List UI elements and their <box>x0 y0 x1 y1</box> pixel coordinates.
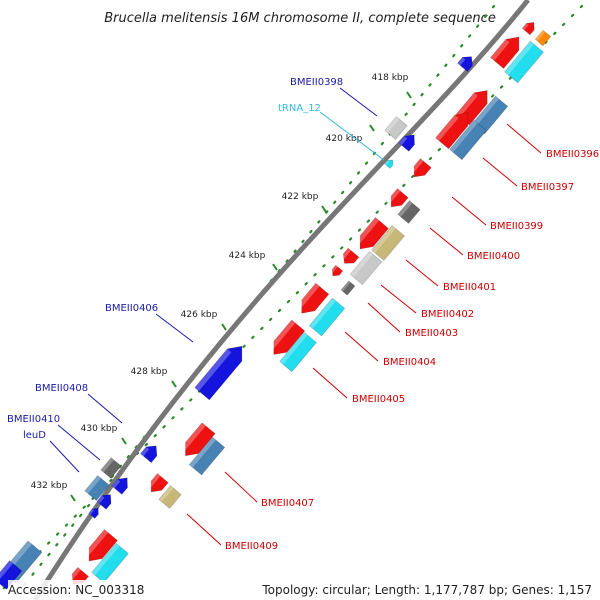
gene-bottom-blue[interactable] <box>0 560 23 590</box>
leader-line <box>224 471 258 503</box>
leader-line <box>405 259 439 287</box>
tick-label: 428 kbp <box>131 367 168 377</box>
gene-bmeii0405-a[interactable] <box>267 319 306 360</box>
leader-line <box>57 424 101 461</box>
gene-bmeii0399-a[interactable] <box>435 107 475 150</box>
gene-bmeii0408[interactable] <box>140 441 161 464</box>
leader-line <box>319 111 385 161</box>
gene-bmeii0407-a[interactable] <box>178 422 216 462</box>
tick-label: 430 kbp <box>81 424 118 434</box>
gene-bmeii0398-a[interactable] <box>384 116 408 140</box>
label-bmeii0405[interactable]: BMEII0405 <box>352 394 405 405</box>
gene-bmeii0400-b[interactable] <box>385 188 409 212</box>
label-bmeii0410[interactable]: BMEII0410 <box>7 414 60 425</box>
leader-line <box>155 313 194 343</box>
tick-label: 432 kbp <box>31 481 68 491</box>
leader-line <box>312 367 348 399</box>
inner-tick-ring <box>10 4 496 600</box>
tick-mark <box>406 91 412 99</box>
gene-bmeii0404-b[interactable] <box>308 297 346 337</box>
label-trna-12[interactable]: tRNA_12 <box>278 103 321 114</box>
label-leud[interactable]: leuD <box>23 430 46 441</box>
gene-bmeii0409-a[interactable] <box>145 473 169 497</box>
gene-bmeii0409-b[interactable] <box>158 485 182 509</box>
tick-mark <box>70 494 76 502</box>
label-bmeii0407[interactable]: BMEII0407 <box>261 498 314 509</box>
topology-summary: Topology: circular; Length: 1,177,787 bp… <box>262 580 592 600</box>
map-title: Brucella melitensis 16M chromosome II, c… <box>104 11 496 26</box>
gene-bmeii0403-a[interactable] <box>339 247 360 268</box>
gene-labels: BMEII0398tRNA_12BMEII0406BMEII0408BMEII0… <box>7 77 599 552</box>
gene-bottom-cyan[interactable] <box>91 542 129 584</box>
tick-mark <box>121 437 127 445</box>
gene-bmeii0396-a[interactable] <box>490 32 526 69</box>
kbp-ticks: 418 kbp 420 kbp 422 kbp 424 kbp 426 kbp 428 k… <box>31 73 412 502</box>
tick-label: 422 kbp <box>282 192 319 202</box>
tick-label: 420 kbp <box>326 134 363 144</box>
gene-bmeii0401[interactable] <box>397 200 421 224</box>
tick-label: 426 kbp <box>181 310 218 320</box>
tick-mark <box>171 380 177 388</box>
leader-line <box>344 331 379 362</box>
gene-red-top[interactable] <box>521 19 537 36</box>
tick-mark <box>221 323 227 331</box>
gene-bmeii0410-c[interactable] <box>84 475 110 501</box>
gene-bmeii0398-b[interactable] <box>398 131 419 152</box>
leader-line <box>339 87 378 117</box>
gene-bmeii0404-a[interactable] <box>295 282 330 318</box>
gene-bmeii0398-top[interactable] <box>457 52 477 72</box>
gene-trna-12[interactable] <box>384 158 396 169</box>
label-bmeii0408[interactable]: BMEII0408 <box>35 383 88 394</box>
tick-label: 424 kbp <box>229 251 266 261</box>
gene-leud-b[interactable] <box>88 506 102 519</box>
label-bmeii0398[interactable]: BMEII0398 <box>290 77 343 88</box>
gene-bmeii0403-b[interactable] <box>349 250 383 286</box>
label-bmeii0409[interactable]: BMEII0409 <box>225 541 278 552</box>
label-bmeii0396[interactable]: BMEII0396 <box>546 149 599 160</box>
label-bmeii0403[interactable]: BMEII0403 <box>405 328 458 339</box>
leader-line <box>87 393 123 424</box>
gene-bmeii0406[interactable] <box>194 340 249 401</box>
gene-bmeii0402-a[interactable] <box>353 217 389 255</box>
leader-line <box>482 157 518 187</box>
leader-line <box>49 440 80 473</box>
gene-bmeii0402-b[interactable] <box>371 225 405 261</box>
gene-bmeii0405-b[interactable] <box>279 331 317 373</box>
gene-bmeii0399-b[interactable] <box>449 119 487 161</box>
gene-leud-a[interactable] <box>96 491 115 510</box>
gene-bmeii0410-b[interactable] <box>111 474 132 495</box>
label-bmeii0397[interactable]: BMEII0397 <box>521 182 574 193</box>
label-bmeii0404[interactable]: BMEII0404 <box>383 357 436 368</box>
leader-line <box>186 513 222 546</box>
gene-bottom-red[interactable] <box>82 529 118 567</box>
tick-mark <box>272 263 278 271</box>
gene-features <box>0 19 552 590</box>
gene-orange-small[interactable] <box>534 29 552 47</box>
label-bmeii0400[interactable]: BMEII0400 <box>467 251 520 262</box>
label-bmeii0406[interactable]: BMEII0406 <box>105 303 158 314</box>
leader-line <box>380 284 417 314</box>
gene-bmeii0403-d[interactable] <box>340 280 356 296</box>
label-bmeii0399[interactable]: BMEII0399 <box>490 221 543 232</box>
leader-line <box>451 196 487 226</box>
gene-bmeii0403-c[interactable] <box>329 264 344 278</box>
accession-text: Accession: NC_003318 <box>8 580 145 600</box>
leader-line <box>429 227 464 256</box>
tick-label: 418 kbp <box>372 73 409 83</box>
tick-mark <box>369 124 375 132</box>
label-bmeii0401[interactable]: BMEII0401 <box>443 282 496 293</box>
leader-line <box>367 302 401 333</box>
gene-bmeii0410-a[interactable] <box>100 457 122 479</box>
tick-mark <box>321 205 327 213</box>
gene-bmeii0400-a[interactable] <box>408 158 432 182</box>
gene-bmeii0407-b[interactable] <box>188 436 226 476</box>
chromosome-backbone <box>32 0 530 600</box>
leader-line <box>506 123 542 154</box>
gene-bmeii0396-b[interactable] <box>504 40 544 84</box>
label-bmeii0402[interactable]: BMEII0402 <box>421 309 474 320</box>
